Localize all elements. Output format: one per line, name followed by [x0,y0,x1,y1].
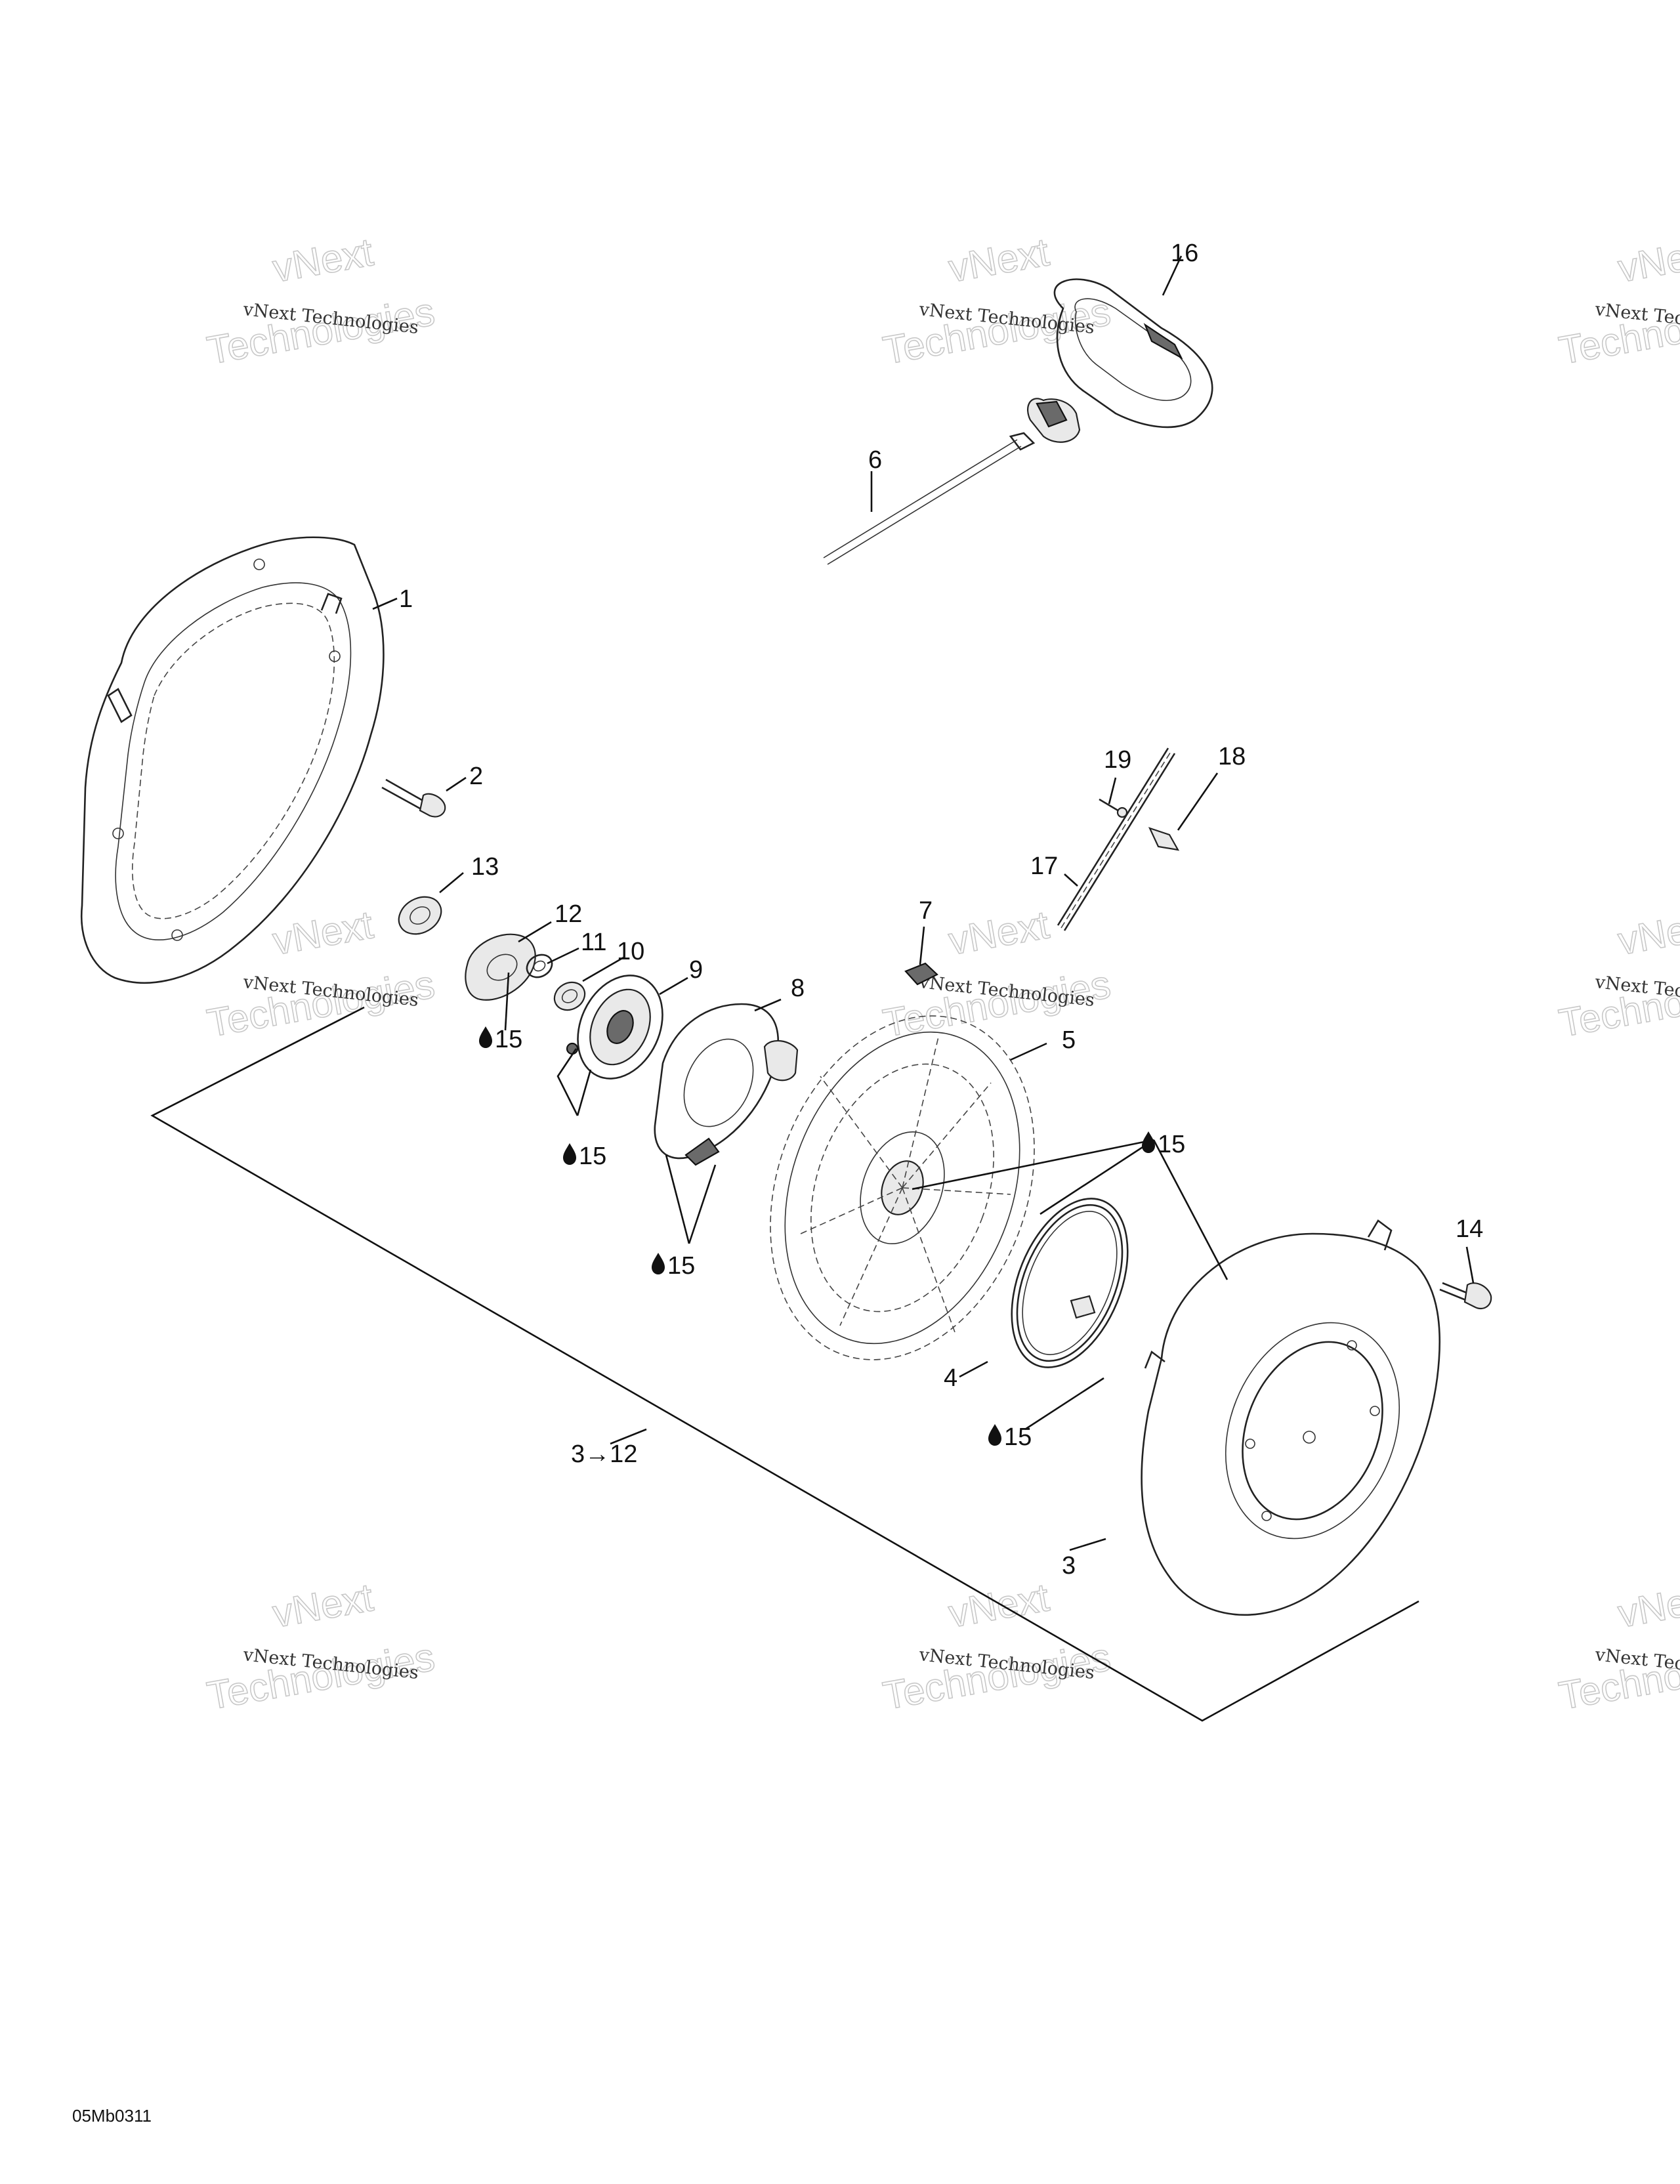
part-4-spring [1011,1198,1129,1368]
part-18-clamp [1148,827,1180,851]
part-labels: 16 6 1 2 13 12 11 10 9 8 7 5 19 18 17 14… [399,240,1483,1580]
assembly-bracket [150,1006,1419,1722]
svg-text:15: 15 [1004,1423,1032,1451]
part-11-washer [526,954,553,978]
watermark-bottom-right: vNext Technologies vNext Technologies [1555,1574,1680,1718]
part-7-pawl [904,962,938,986]
watermark-bottom-left: vNext Technologies vNext Technologies [203,1574,438,1718]
svg-text:vNext: vNext [270,230,377,291]
svg-text:vNext: vNext [946,1575,1053,1636]
oil-drop-icon [1142,1131,1155,1153]
label-17: 17 [1030,852,1058,880]
label-10: 10 [617,938,644,965]
lubricant-callout: 15 [652,1252,695,1280]
part-16-handle [1009,278,1213,451]
drawing-code: 05Mb0311 [72,2106,152,2126]
lubricant-callout: 15 [563,1143,606,1170]
svg-text:vNext: vNext [270,902,377,963]
svg-text:vNext: vNext [946,230,1053,291]
part-8-cam-plate [654,1003,799,1166]
part-13-nut [398,896,442,935]
lubricant-callouts: 15 15 15 15 15 [479,1026,1185,1451]
label-6: 6 [868,446,882,474]
label-16: 16 [1171,240,1198,267]
svg-text:vNext: vNext [1615,902,1680,963]
label-7: 7 [919,897,933,925]
part-5-sheave [770,1015,1035,1360]
label-12: 12 [555,900,582,928]
part-12-plate [465,933,536,1001]
leader-lines [372,255,1475,1551]
part-6-rope [823,439,1022,565]
svg-text:vNext: vNext [1615,1575,1680,1636]
part-14-bolt [1439,1282,1492,1310]
svg-text:15: 15 [667,1252,695,1280]
svg-text:15: 15 [579,1143,606,1170]
part-9-pawl-disc [566,975,663,1080]
lubricant-callout: 15 [1142,1131,1185,1158]
label-13: 13 [471,853,499,881]
part-3-housing [1141,1219,1440,1616]
part-2-bolt [381,778,446,818]
lubricant-callout: 15 [479,1026,522,1053]
label-4: 4 [944,1364,957,1392]
watermark-top-right: vNext Technologies vNext Technologies [1555,229,1680,373]
label-18: 18 [1218,743,1246,770]
label-9: 9 [689,956,703,984]
label-5: 5 [1062,1026,1076,1054]
label-3: 3 [1062,1552,1076,1580]
svg-text:vNext: vNext [270,1575,377,1636]
part-1-guard-ring [80,536,385,984]
label-11: 11 [581,929,606,956]
label-2: 2 [469,763,483,790]
label-19: 19 [1104,746,1131,774]
part-19-screw [1099,798,1128,818]
svg-text:15: 15 [495,1026,522,1053]
label-8: 8 [791,975,805,1002]
oil-drop-icon [652,1253,665,1274]
oil-drop-icon [563,1143,576,1165]
label-1: 1 [399,585,413,613]
watermark-top-left: vNext Technologies vNext Technologies [203,229,438,373]
oil-drop-icon [479,1026,492,1048]
lubricant-callout: 15 [988,1423,1032,1451]
svg-text:vNext: vNext [1615,230,1680,291]
svg-text:15: 15 [1158,1131,1185,1158]
watermark-middle-right: vNext Technologies vNext Technologies [1555,902,1680,1045]
part-10-spacer [553,981,586,1011]
label-3-to-12: 3→12 [571,1440,637,1468]
watermark-bottom-center: vNext Technologies vNext Technologies [879,1574,1114,1718]
svg-text:vNext: vNext [946,902,1053,963]
label-14: 14 [1456,1215,1483,1243]
part-17-cable [1057,747,1176,931]
oil-drop-icon [988,1424,1001,1446]
